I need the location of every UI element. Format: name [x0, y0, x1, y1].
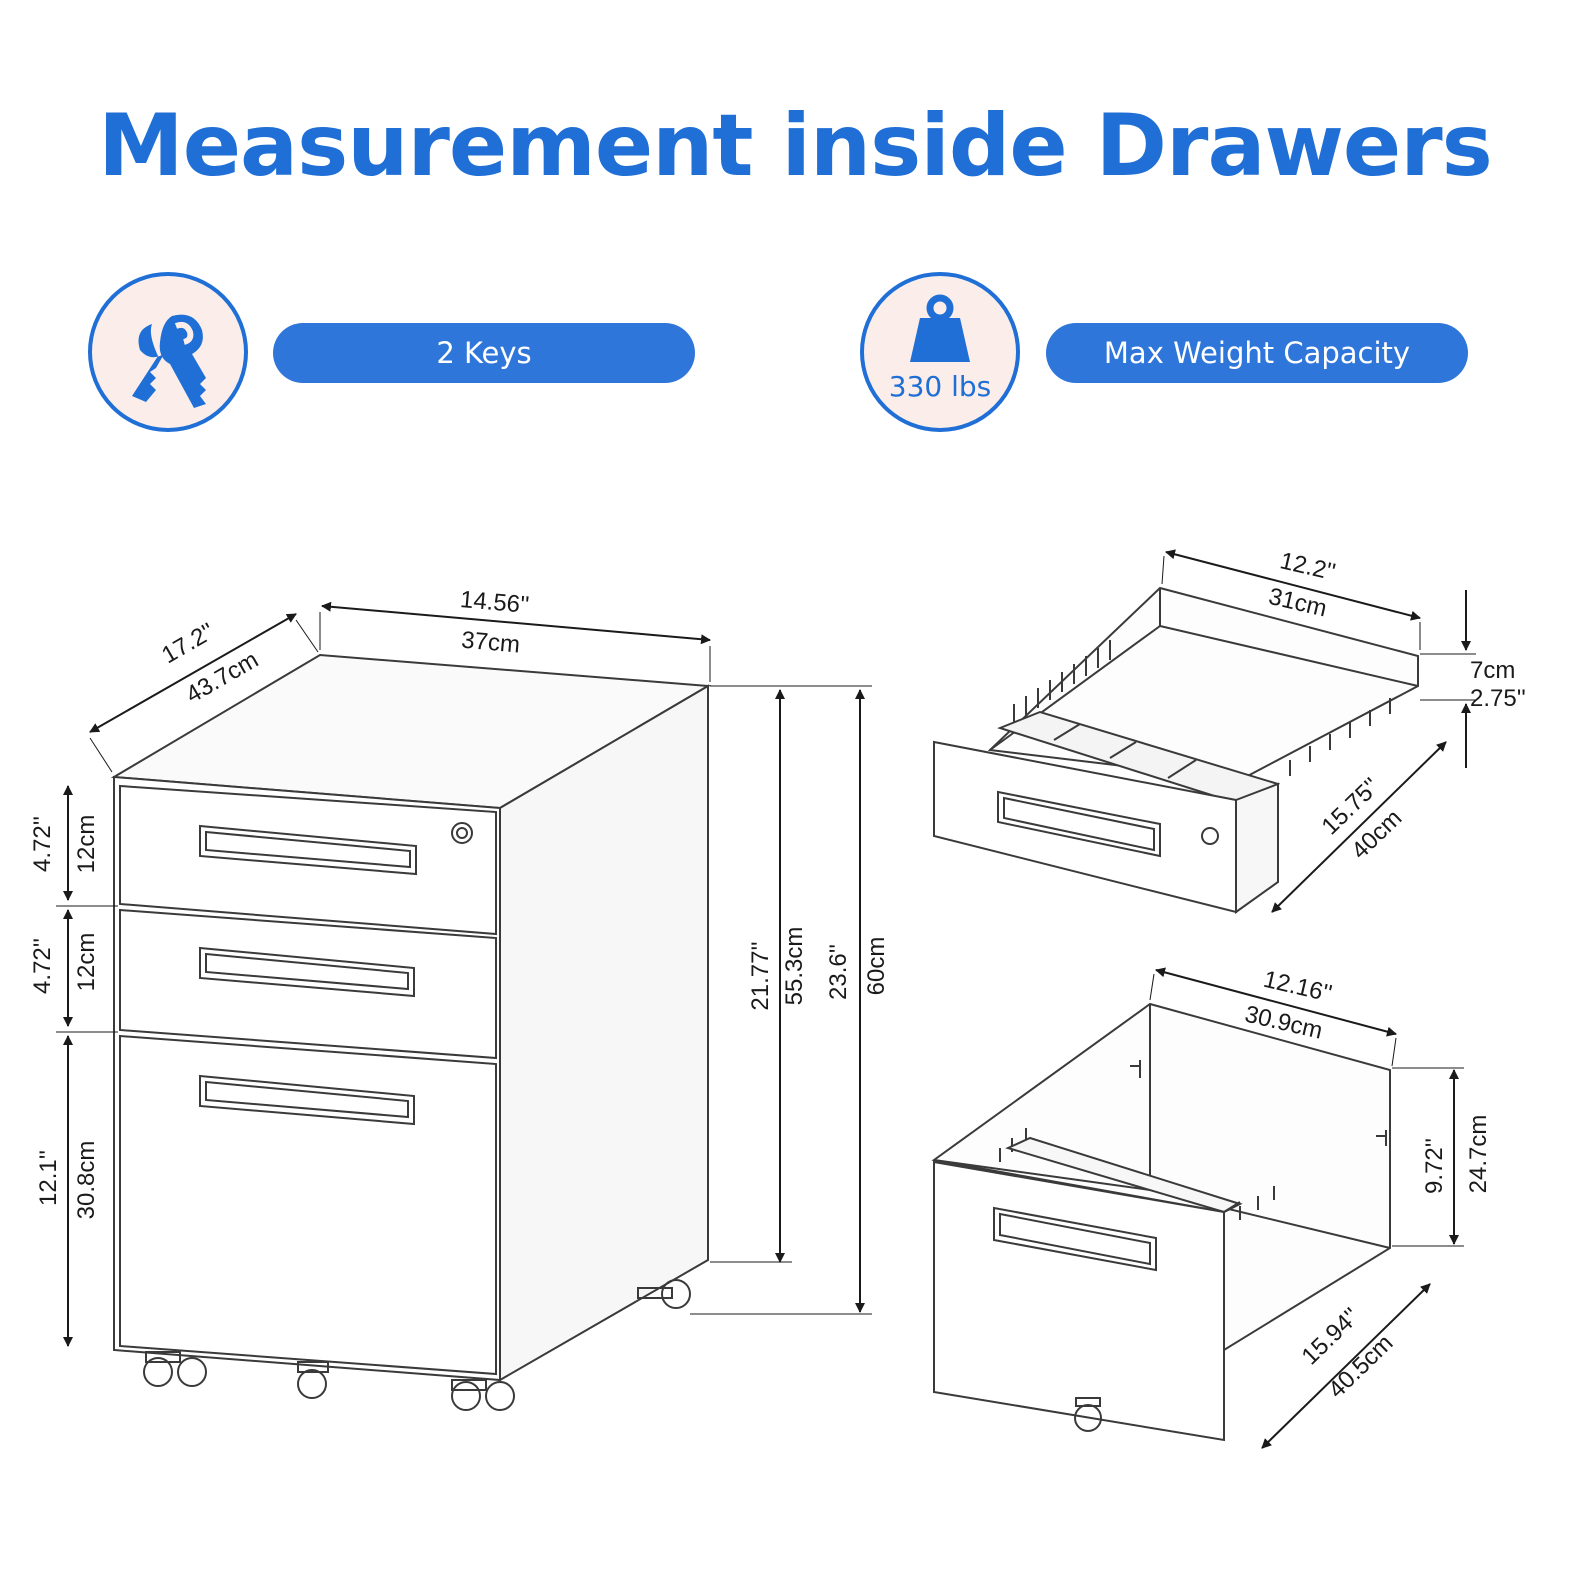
- cabinet-total-height-in: 23.6'': [825, 944, 852, 1000]
- drawer1-height-cm: 12cm: [73, 815, 100, 874]
- drawer2-height-in: 4.72'': [29, 938, 56, 994]
- large-drawer-height-in: 9.72'': [1421, 1138, 1448, 1194]
- cabinet-width-in: 14.56'': [459, 586, 530, 619]
- drawer1-height-in: 4.72'': [29, 816, 56, 872]
- small-drawer-drawing: [933, 586, 1419, 914]
- cabinet-body-height-in: 21.77'': [747, 941, 774, 1010]
- small-drawer-height-cm: 7cm: [1470, 657, 1515, 684]
- small-drawer-width-in: 12.2'': [1277, 547, 1338, 586]
- keys-pill: 2 Keys: [273, 323, 695, 383]
- weight-badge: 330 lbs: [860, 272, 1020, 432]
- page-title: Measurement inside Drawers: [98, 96, 1493, 196]
- large-drawer-drawing: [931, 1002, 1391, 1442]
- cabinet-width-cm: 37cm: [460, 627, 521, 659]
- weight-icon: [910, 294, 970, 362]
- cabinet-total-height-cm: 60cm: [863, 937, 890, 996]
- cabinet-drawing: [110, 653, 712, 1411]
- keys-icon: [132, 314, 206, 408]
- keys-badge: [88, 272, 248, 432]
- small-drawer-height-in: 2.75'': [1470, 685, 1526, 712]
- weight-value: 330 lbs: [888, 370, 992, 403]
- cabinet-body-height-cm: 55.3cm: [781, 927, 808, 1006]
- large-drawer-height-cm: 24.7cm: [1465, 1115, 1492, 1194]
- small-drawer-width-cm: 31cm: [1266, 583, 1329, 623]
- weight-pill: Max Weight Capacity: [1046, 323, 1468, 383]
- drawer3-height-cm: 30.8cm: [73, 1141, 100, 1220]
- drawer3-height-in: 12.1'': [35, 1150, 62, 1206]
- cabinet-depth-in: 17.2'': [157, 618, 219, 669]
- drawer2-height-cm: 12cm: [73, 933, 100, 992]
- cabinet-casters: [143, 1279, 691, 1411]
